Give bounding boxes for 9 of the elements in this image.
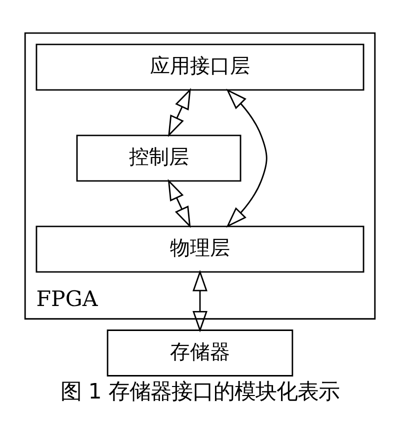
node-box: 存储器	[106, 330, 294, 376]
caption: 图 1 存储器接口的模块化表示	[60, 380, 340, 405]
arrow	[192, 270, 208, 332]
node-box: 应用接口层	[36, 44, 364, 91]
arrow	[226, 88, 268, 228]
arrow	[168, 88, 191, 137]
node-box: 控制层	[76, 134, 242, 182]
arrow	[168, 179, 191, 228]
node-box: 物理层	[36, 226, 364, 273]
